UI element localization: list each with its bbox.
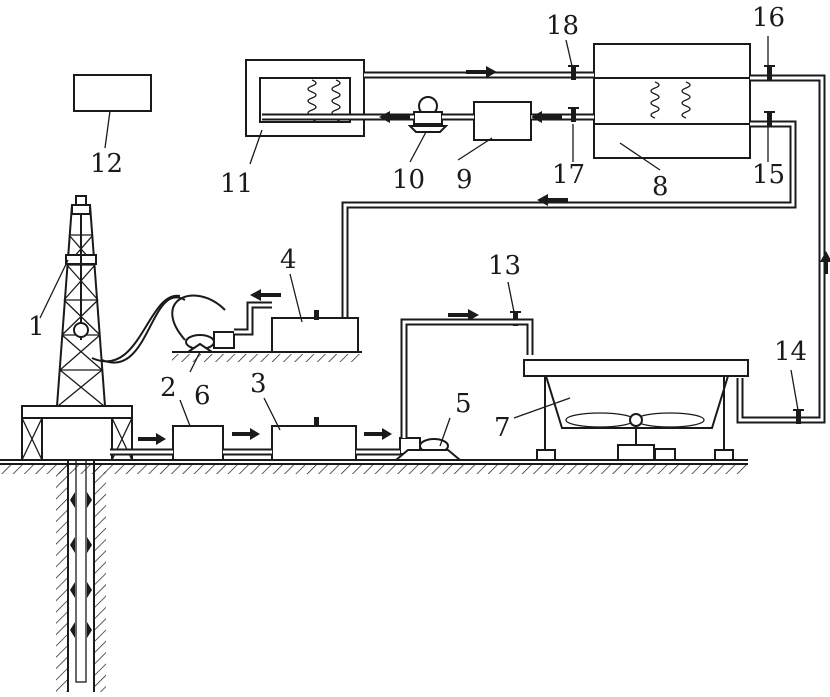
pump-6	[184, 331, 235, 353]
drilling-derrick	[21, 195, 133, 461]
label-5: 5	[455, 389, 472, 419]
separator-2	[172, 425, 224, 461]
label-17-top: 18	[546, 11, 579, 41]
ground-line	[0, 459, 748, 474]
label-3: 3	[250, 369, 267, 399]
label-17: 17	[552, 160, 585, 190]
label-8: 8	[652, 172, 669, 202]
flow-arrows	[138, 66, 830, 445]
valve-18	[568, 65, 579, 80]
label-13: 13	[488, 251, 521, 281]
pump-6-outlet-pipe	[234, 301, 272, 336]
perforation-marks	[70, 492, 92, 638]
tank-3-valve	[314, 417, 319, 427]
top-pipe-network	[262, 71, 826, 424]
ground-pipes	[110, 318, 534, 456]
label-6: 6	[194, 381, 211, 411]
label-15: 15	[752, 160, 785, 190]
label-1: 1	[28, 312, 45, 342]
tank-3	[271, 425, 357, 461]
valve-15	[764, 111, 775, 126]
label-4: 4	[280, 245, 297, 275]
label-9: 9	[456, 165, 473, 195]
leader-lines	[39, 36, 799, 447]
wellbore	[56, 429, 106, 692]
valve-16	[764, 65, 775, 80]
tank-4-valve	[314, 310, 319, 320]
valve-17	[568, 107, 579, 122]
label-7: 7	[494, 413, 511, 443]
storage-tank-9	[473, 101, 532, 141]
label-12: 12	[90, 149, 123, 179]
heat-exchanger-11	[245, 59, 365, 137]
heat-pump-unit-8	[593, 43, 751, 159]
label-2: 2	[160, 373, 177, 403]
elevated-platform	[172, 351, 362, 362]
pump-5	[393, 437, 463, 461]
label-11: 11	[220, 169, 253, 199]
control-unit-12	[73, 74, 152, 112]
cooling-unit-7	[523, 359, 749, 461]
circulation-pump-10	[407, 96, 449, 133]
label-14: 14	[774, 337, 807, 367]
valve-14	[793, 409, 804, 424]
tank-4	[271, 317, 359, 353]
label-16: 16	[752, 3, 785, 33]
callout-labels: 1 2 3 4 5 6 7 8 9 10 11 12 13 14 15 16 1…	[28, 3, 807, 443]
label-10: 10	[392, 165, 425, 195]
